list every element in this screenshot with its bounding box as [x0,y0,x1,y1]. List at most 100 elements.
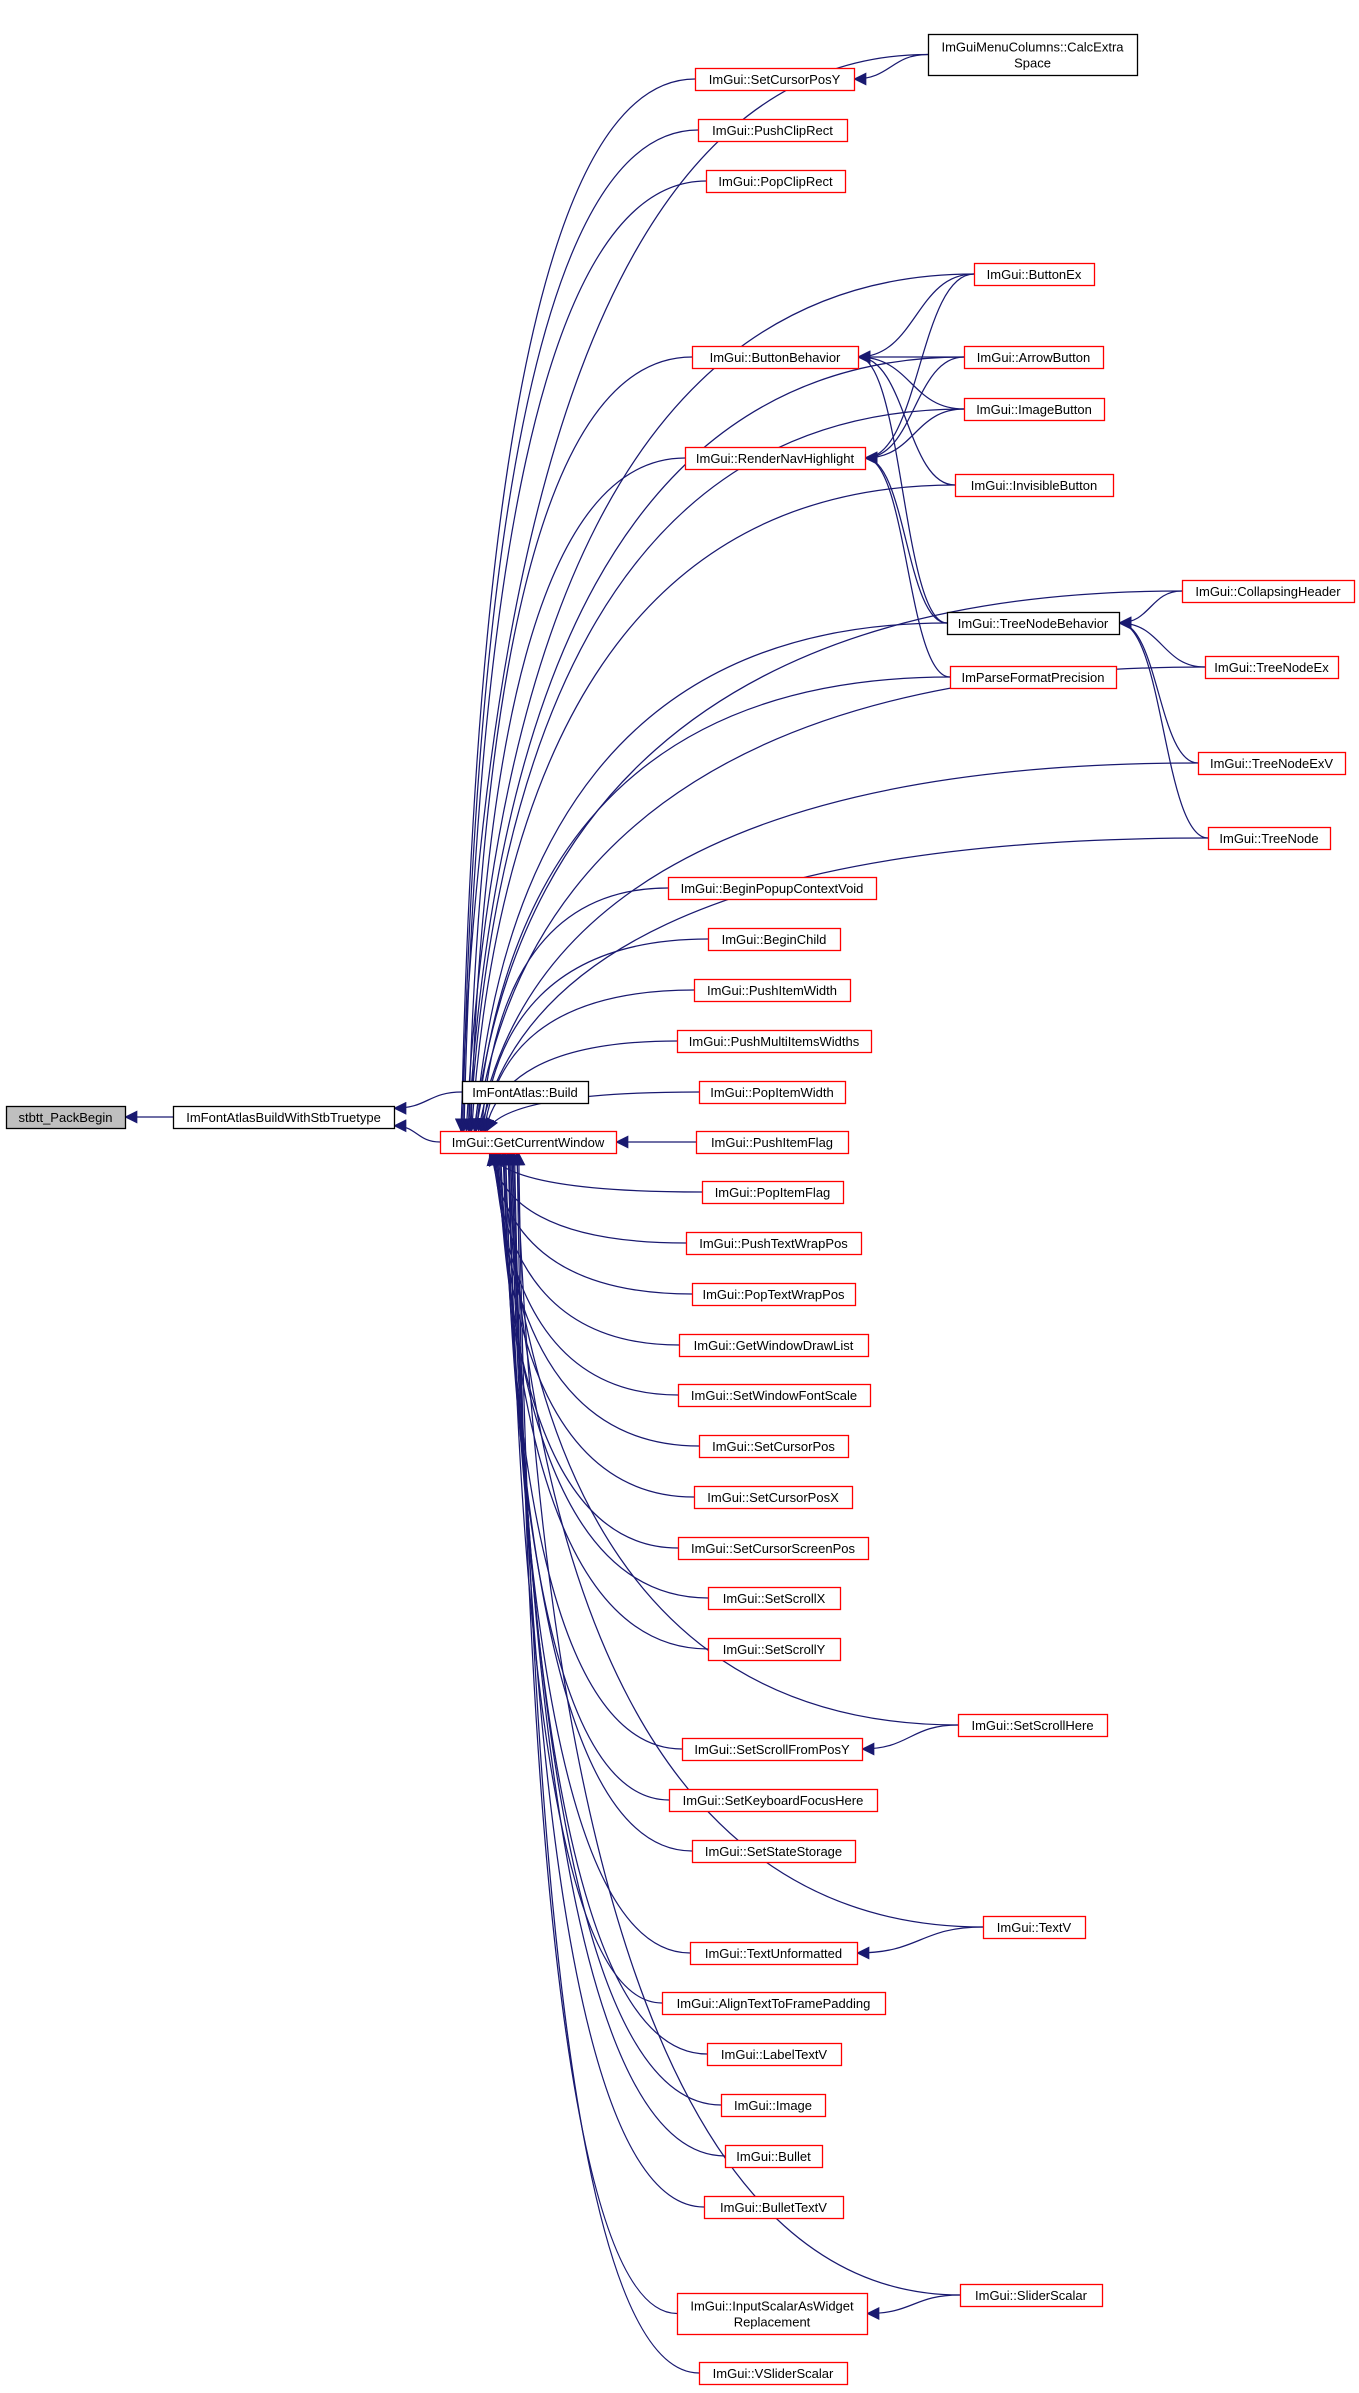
node-fa-build[interactable]: ImFontAtlas::Build [461,1080,590,1105]
node-label: ImGui::SetScrollFromPosY [694,1742,850,1757]
node-beginchild[interactable]: ImGui::BeginChild [707,927,842,952]
node-treenodeex[interactable]: ImGui::TreeNodeEx [1204,655,1340,680]
node-box [689,1941,859,1966]
node-imagebutton[interactable]: ImGui::ImageButton [963,397,1106,422]
node-popcliprect[interactable]: ImGui::PopClipRect [705,169,847,194]
node-label: ImGui::PopClipRect [718,174,833,189]
node-label: ImGui::SetCursorPosY [709,72,841,87]
node-invisiblebutton[interactable]: ImGui::InvisibleButton [954,473,1115,498]
node-label: ImGui::CollapsingHeader [1195,584,1341,599]
node-sliderscalar[interactable]: ImGui::SliderScalar [959,2283,1104,2308]
node-setscrollx[interactable]: ImGui::SetScrollX [707,1586,842,1611]
node-textunformatted[interactable]: ImGui::TextUnformatted [689,1941,859,1966]
node-box [693,978,852,1003]
node-image[interactable]: ImGui::Image [720,2093,827,2118]
node-label: ImGui::BeginChild [722,932,827,947]
node-pushcliprect[interactable]: ImGui::PushClipRect [697,118,849,143]
node-box [963,397,1106,422]
node-bullet[interactable]: ImGui::Bullet [724,2144,824,2169]
node-pushmultiitems[interactable]: ImGui::PushMultiItemsWidths [676,1029,873,1054]
node-box [677,1536,870,1561]
node-label: ImFontAtlas::Build [472,1085,578,1100]
node-box [691,1282,857,1307]
node-label: ImGui::PopTextWrapPos [702,1287,845,1302]
edge-rendernav-to-gcw [464,457,686,1132]
node-beginpopupctx[interactable]: ImGui::BeginPopupContextVoid [667,876,878,901]
node-label: ImGui::PushTextWrapPos [699,1236,848,1251]
node-label: ImGui::GetWindowDrawList [694,1338,854,1353]
node-setscrolly[interactable]: ImGui::SetScrollY [707,1637,842,1662]
node-label: ImGui::PushClipRect [712,123,833,138]
node-popitemflag[interactable]: ImGui::PopItemFlag [701,1180,845,1205]
edge-sliderscalar-to-inputscalarwidget [866,2294,961,2320]
node-treenodeexv[interactable]: ImGui::TreeNodeExV [1197,751,1347,776]
node-parseformat[interactable]: ImParseFormatPrecision [949,665,1118,690]
node-box [685,1231,863,1256]
node-arrowbutton[interactable]: ImGui::ArrowButton [963,345,1105,370]
edge-parseformat-to-gcw [471,676,951,1132]
node-label: ImGui::SetScrollY [723,1642,826,1657]
node-pushtextwrap[interactable]: ImGui::PushTextWrapPos [685,1231,863,1256]
node-box [724,2144,824,2169]
node-box [720,2093,827,2118]
edge-collapsingheader-to-treenodebehavior [1118,590,1183,630]
node-setcursorposx[interactable]: ImGui::SetCursorPosX [693,1485,854,1510]
node-textv[interactable]: ImGui::TextV [982,1915,1087,1940]
edge-vsliderscalar-to-gcw [512,1152,700,2374]
node-vsliderscalar[interactable]: ImGui::VSliderScalar [698,2361,849,2386]
node-box [927,33,1139,77]
node-label: ImGui::GetCurrentWindow [452,1135,605,1150]
node-box [694,67,856,92]
node-setwindowfontscale[interactable]: ImGui::SetWindowFontScale [677,1383,872,1408]
edge-parseformat-to-rendernav [864,451,951,678]
node-box [707,1637,842,1662]
nodes-layer: stbtt_PackBegin ImFontAtlasBuildWithStbTr… [5,33,1356,2386]
node-label: ImParseFormatPrecision [961,670,1104,685]
edge-treenodeexv-to-treenodebehavior [1118,616,1199,764]
node-setscrollfrompos[interactable]: ImGui::SetScrollFromPosY [681,1737,864,1762]
node-box [1197,751,1347,776]
node-box [698,1080,847,1105]
node-getwindowdrawlist[interactable]: ImGui::GetWindowDrawList [678,1333,870,1358]
node-setstatestorage[interactable]: ImGui::SetStateStorage [691,1839,857,1864]
edge-setcursorscreenpos-to-gcw [492,1152,679,1549]
node-setcursorscreenpos[interactable]: ImGui::SetCursorScreenPos [677,1536,870,1561]
node-box [681,1737,864,1762]
node-setcursorpos[interactable]: ImGui::SetCursorPos [698,1434,850,1459]
node-label: ImGui::BulletTextV [720,2200,827,2215]
node-root[interactable]: stbtt_PackBegin [5,1105,127,1130]
node-setcursorposy[interactable]: ImGui::SetCursorPosY [694,67,856,92]
node-pushitemflag[interactable]: ImGui::PushItemFlag [695,1130,850,1155]
node-pushitemwidth[interactable]: ImGui::PushItemWidth [693,978,852,1003]
node-label: ImGui::PushItemFlag [711,1135,833,1150]
edge-imagebutton-to-gcw [463,408,965,1132]
node-rendernav[interactable]: ImGui::RenderNavHighlight [684,446,867,471]
node-collapsingheader[interactable]: ImGui::CollapsingHeader [1181,579,1356,604]
node-setscrollhere[interactable]: ImGui::SetScrollHere [957,1713,1109,1738]
node-gcw[interactable]: ImGui::GetCurrentWindow [439,1130,618,1155]
node-label: ImGui::ButtonBehavior [710,350,841,365]
node-box [1181,579,1356,604]
node-labeltextv[interactable]: ImGui::LabelTextV [706,2042,843,2067]
node-buttonex[interactable]: ImGui::ButtonEx [973,262,1096,287]
node-buttonbehavior[interactable]: ImGui::ButtonBehavior [691,345,860,370]
node-label: ImGui::SetCursorPos [712,1439,835,1454]
node-label: ImFontAtlasBuildWithStbTruetype [186,1110,381,1125]
node-aligntext[interactable]: ImGui::AlignTextToFramePadding [661,1991,887,2016]
node-box [661,1991,887,2016]
node-popitemwidth[interactable]: ImGui::PopItemWidth [698,1080,847,1105]
node-box [1207,826,1332,851]
edge-buttonex-to-rendernav [864,273,975,465]
node-setkeyboardfocus[interactable]: ImGui::SetKeyboardFocusHere [668,1788,879,1813]
node-treenode[interactable]: ImGui::TreeNode [1207,826,1332,851]
node-treenodebehavior[interactable]: ImGui::TreeNodeBehavior [946,611,1121,636]
node-label: ImGui::Bullet [736,2149,811,2164]
node-build-stb[interactable]: ImFontAtlasBuildWithStbTruetype [172,1105,396,1130]
node-label: ImGui::PopItemWidth [710,1085,834,1100]
node-poptextwrap[interactable]: ImGui::PopTextWrapPos [691,1282,857,1307]
node-bullettextv[interactable]: ImGui::BulletTextV [703,2195,845,2220]
node-label: ImGui::SliderScalar [975,2288,1088,2303]
edge-pushcliprect-to-gcw [456,129,699,1132]
